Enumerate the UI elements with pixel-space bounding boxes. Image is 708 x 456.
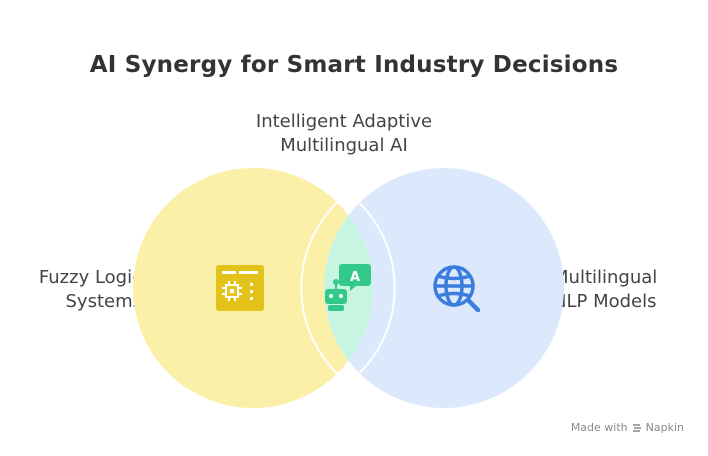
- overlap-right-edge: [300, 192, 349, 384]
- overlap-left-edge: [347, 192, 396, 384]
- globe-search-icon: [433, 265, 481, 313]
- right-set-label-line2: NLP Models: [553, 291, 657, 312]
- left-set-label-line2: Systems: [65, 291, 143, 312]
- left-set-label: Fuzzy Logic Systems: [0, 266, 142, 314]
- napkin-logo-icon: [632, 423, 641, 432]
- made-with-text: Made with: [570, 421, 628, 434]
- right-set-label-line1: Multilingual: [553, 267, 658, 288]
- svg-text:A: A: [350, 270, 360, 285]
- footer-watermark: Made with Napkin: [571, 421, 684, 434]
- napkin-brand-text: Napkin: [645, 421, 684, 434]
- left-set-label-line1: Fuzzy Logic: [38, 267, 142, 288]
- chip-panel-icon: [216, 265, 264, 311]
- right-set-label: Multilingual NLP Models: [553, 266, 703, 314]
- diagram-title: AI Synergy for Smart Industry Decisions: [89, 52, 619, 78]
- robot-chat-icon: A: [325, 264, 371, 311]
- intersection-label-line2: Multilingual AI: [280, 135, 408, 156]
- right-circle: [324, 168, 564, 408]
- intersection-label: Intelligent Adaptive Multilingual AI: [194, 110, 494, 158]
- intersection-label-line1: Intelligent Adaptive: [255, 111, 433, 132]
